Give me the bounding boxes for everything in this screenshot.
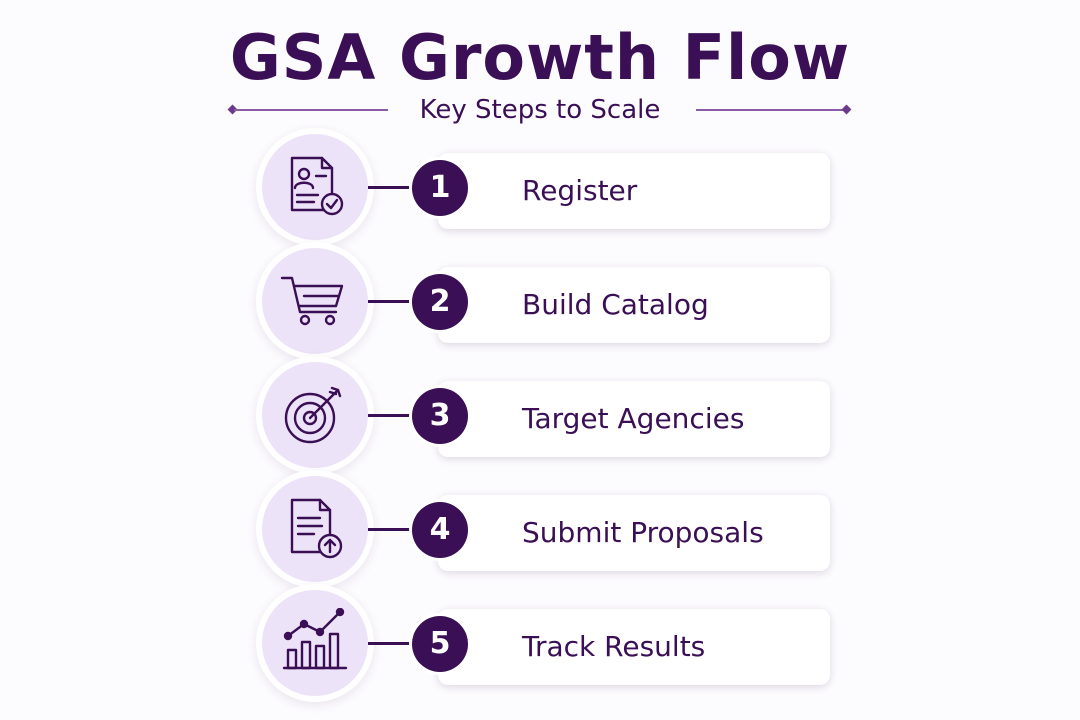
step-2-label: Build Catalog	[522, 288, 709, 321]
step-3-link-line	[368, 414, 418, 417]
page-title: GSA Growth Flow	[229, 21, 851, 94]
step-3-card: Target Agencies	[438, 381, 830, 457]
right-rule	[696, 109, 846, 111]
step-2-card: Build Catalog	[438, 267, 830, 343]
step-5-label: Track Results	[522, 630, 706, 663]
step-1: Register 1	[0, 134, 1080, 244]
document-user-check-icon	[290, 156, 344, 216]
step-2: Build Catalog 2	[0, 248, 1080, 358]
step-4-number-badge: 4	[412, 502, 468, 558]
step-1-card: Register	[438, 153, 830, 229]
step-5-number-badge: 5	[412, 616, 468, 672]
left-rule	[234, 109, 388, 111]
step-4-link-line	[368, 528, 418, 531]
subtitle: Key Steps to Scale	[419, 95, 661, 125]
step-4-label: Submit Proposals	[522, 516, 764, 549]
bar-chart-trend-icon	[282, 608, 348, 670]
shopping-cart-icon	[280, 276, 344, 326]
step-2-number-badge: 2	[412, 274, 468, 330]
step-2-icon-circle	[262, 248, 368, 354]
step-3-icon-circle	[262, 362, 368, 468]
step-5-card: Track Results	[438, 609, 830, 685]
step-4: Submit Proposals 4	[0, 476, 1080, 586]
step-3-label: Target Agencies	[522, 402, 745, 435]
document-upload-icon	[290, 498, 343, 559]
step-3-number-badge: 3	[412, 388, 468, 444]
right-diamond-ornament	[841, 104, 852, 115]
step-1-label: Register	[522, 174, 638, 207]
subtitle-row: Key Steps to Scale	[0, 92, 1080, 128]
step-5: Track Results 5	[0, 590, 1080, 700]
step-3: Target Agencies 3	[0, 362, 1080, 472]
step-1-number-badge: 1	[412, 160, 468, 216]
step-5-icon-circle	[262, 590, 368, 696]
step-5-link-line	[368, 642, 418, 645]
step-4-card: Submit Proposals	[438, 495, 830, 571]
step-1-icon-circle	[262, 134, 368, 240]
step-2-link-line	[368, 300, 418, 303]
target-icon	[284, 386, 342, 444]
step-4-icon-circle	[262, 476, 368, 582]
step-1-link-line	[368, 186, 418, 189]
